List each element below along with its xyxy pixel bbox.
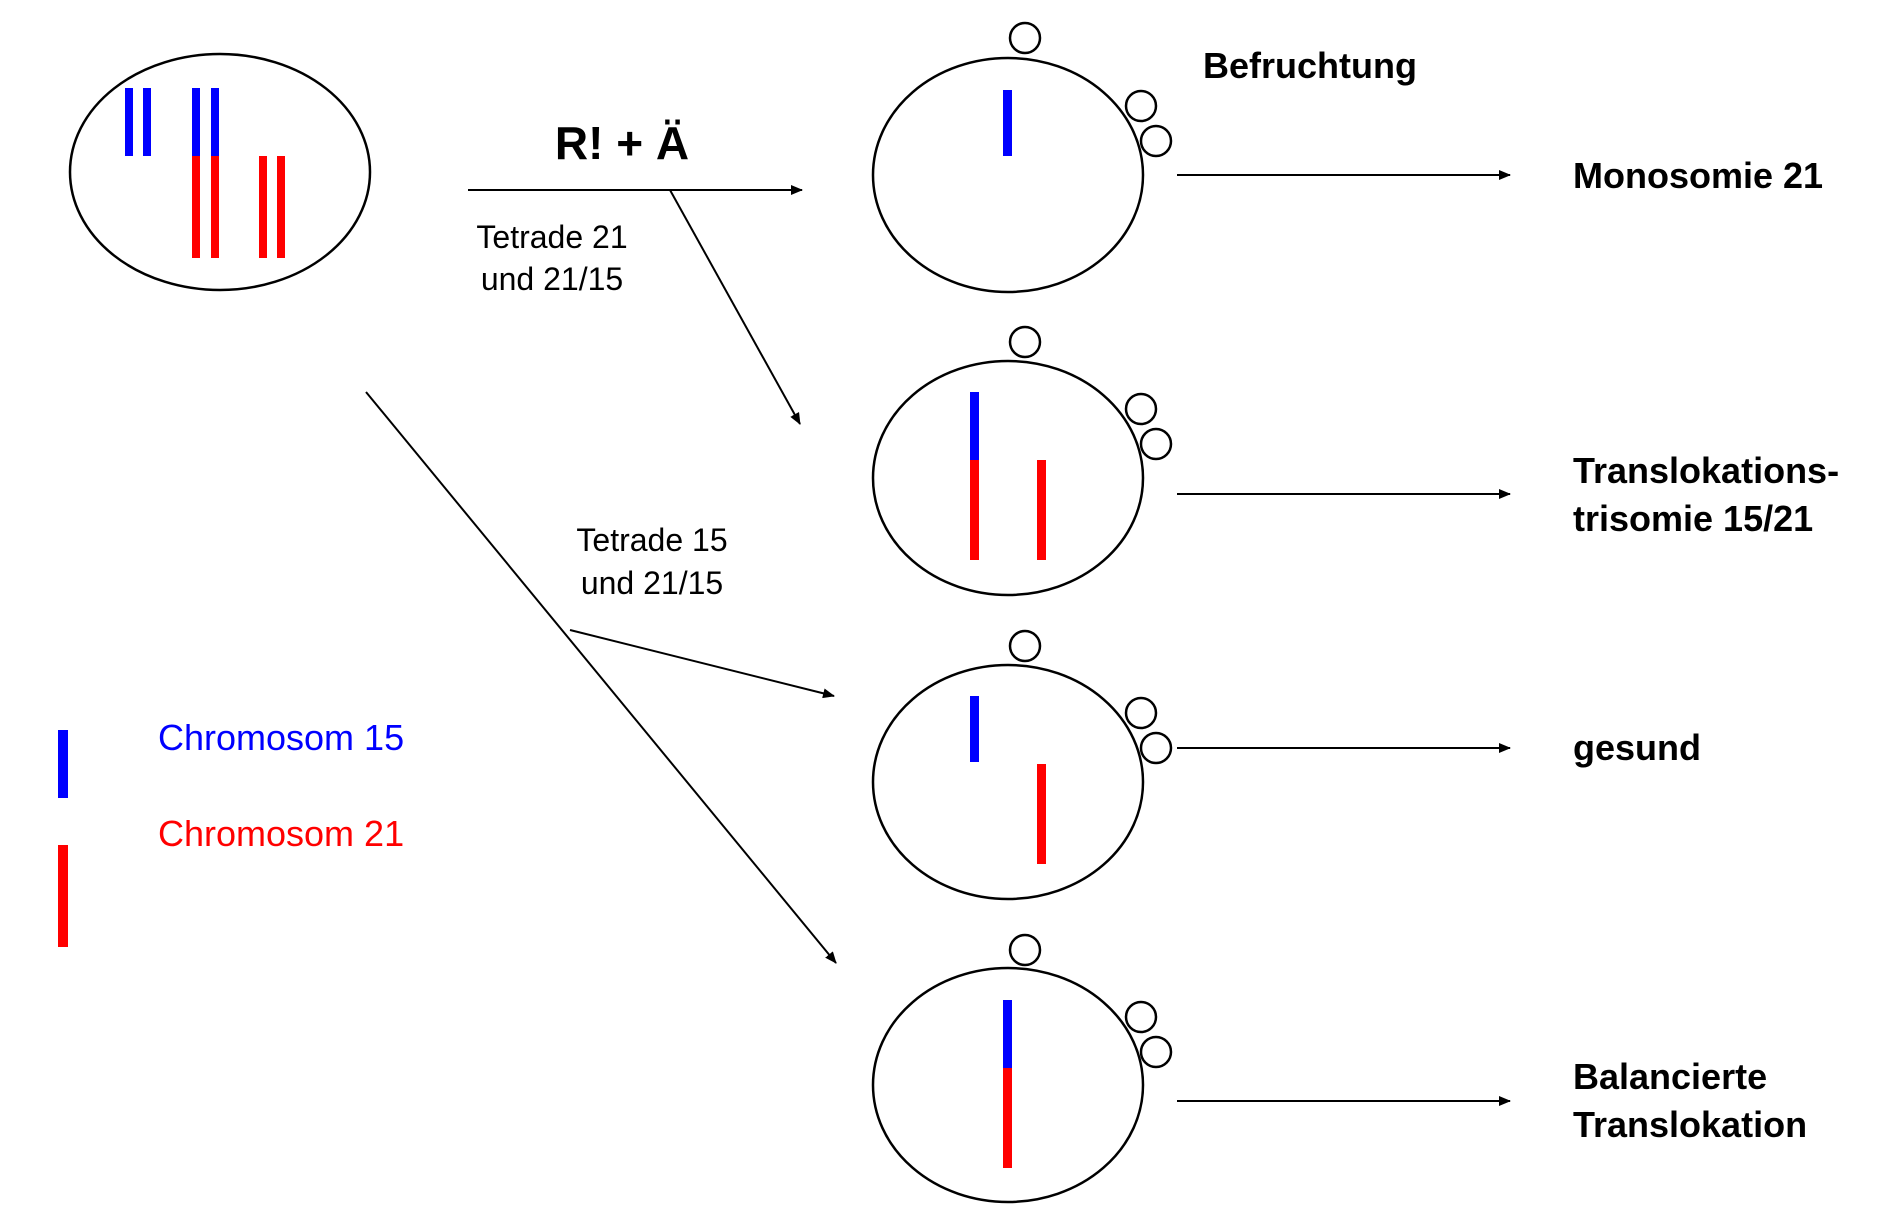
translocation-15-part (1003, 1000, 1012, 1068)
cell-translocation-trisomy (871, 325, 1173, 597)
polar-body (1124, 392, 1158, 426)
cell-outline (871, 663, 1145, 901)
translocation-15-part (970, 392, 979, 460)
cell-outline (871, 359, 1145, 597)
parent-translocation-15-part (211, 88, 219, 156)
translocation-21-part (1003, 1068, 1012, 1168)
polar-body (1139, 1035, 1173, 1069)
mutation-label: R! + Ä (555, 117, 689, 169)
parent-translocation-21-part (192, 156, 200, 258)
parent-chromosome-21 (277, 156, 285, 258)
tetrad-15-line2: und 21/15 (581, 565, 723, 601)
branch-arrow-to-cell-4 (365, 391, 837, 964)
chromosome-21 (1037, 460, 1046, 560)
polar-body (1139, 427, 1173, 461)
polar-body (1008, 933, 1042, 967)
legend-label-chromosome-15: Chromosom 15 (158, 717, 404, 758)
polar-body (1124, 89, 1158, 123)
parent-chromosome-15 (143, 88, 151, 156)
cell-outline (871, 966, 1145, 1204)
outcome-label-monosomy: Monosomie 21 (1573, 155, 1823, 196)
cell-balanced-translocation (871, 933, 1173, 1204)
chromosome-15 (1003, 90, 1012, 156)
legend-label-chromosome-21: Chromosom 21 (158, 813, 404, 854)
parent-translocation-21-part (211, 156, 219, 258)
cell-healthy (871, 629, 1173, 901)
parent-cell (68, 52, 372, 292)
legend-swatch-chromosome-21 (58, 845, 68, 947)
parent-cell-outline (68, 52, 372, 292)
polar-body (1008, 325, 1042, 359)
tetrad-21-line2: und 21/15 (481, 261, 623, 297)
chromosome-15 (970, 696, 979, 762)
fertilization-label: Befruchtung (1203, 45, 1417, 86)
parent-translocation-15-part (192, 88, 200, 156)
parent-chromosome-21 (259, 156, 267, 258)
polar-body (1008, 21, 1042, 55)
branch-arrow-to-cell-3 (569, 629, 835, 699)
polar-body (1139, 124, 1173, 158)
tetrad-21-line1: Tetrade 21 (476, 219, 627, 255)
outcome-label-trisomy-line2: trisomie 15/21 (1573, 498, 1813, 539)
legend-swatch-chromosome-15 (58, 730, 68, 798)
tetrad-15-line1: Tetrade 15 (576, 522, 727, 558)
chromosome-21 (1037, 764, 1046, 864)
polar-body (1124, 696, 1158, 730)
outcome-label-healthy: gesund (1573, 727, 1701, 768)
branch-arrow-to-cell-2 (669, 189, 801, 425)
polar-body (1008, 629, 1042, 663)
legend: Chromosom 15 Chromosom 21 (58, 717, 404, 947)
polar-body (1124, 1000, 1158, 1034)
outcome-label-trisomy-line1: Translokations- (1573, 450, 1839, 491)
cell-outline (871, 56, 1145, 294)
cell-monosomy-21 (871, 21, 1173, 294)
outcome-label-balanced-line1: Balancierte (1573, 1056, 1767, 1097)
polar-body (1139, 731, 1173, 765)
outcome-label-balanced-line2: Translokation (1573, 1104, 1807, 1145)
parent-chromosome-15 (125, 88, 133, 156)
translocation-21-part (970, 460, 979, 560)
